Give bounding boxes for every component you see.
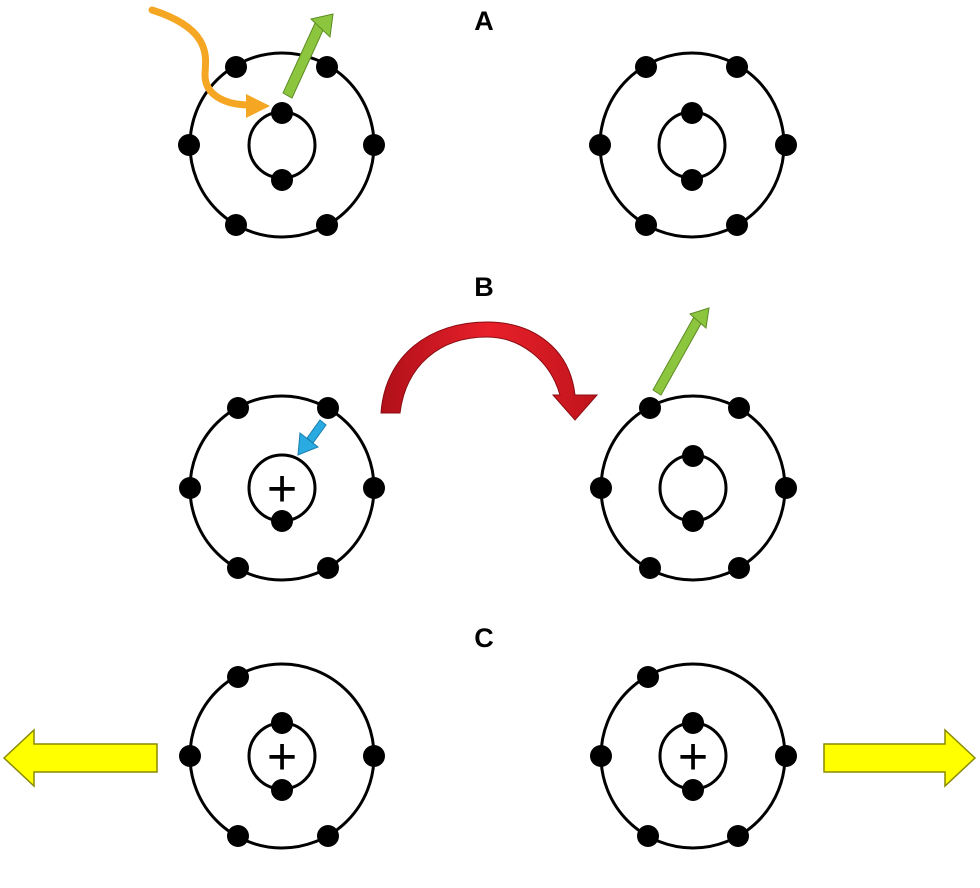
- outer-electron: [726, 214, 748, 236]
- ejected-electron-arrow-icon: [282, 13, 334, 99]
- outer-electron: [728, 557, 750, 579]
- outer-electron: [639, 397, 661, 419]
- outer-electron: [179, 745, 201, 767]
- charge-symbol: +: [678, 728, 708, 786]
- atom-b-left: +: [179, 394, 385, 582]
- atom-a-right: [589, 51, 797, 239]
- outer-electron: [227, 666, 249, 688]
- outer-electron: [635, 56, 657, 78]
- atom-c-left: +: [179, 662, 385, 850]
- repulsion-arrow-left-icon: [2, 728, 158, 788]
- inner-electron: [271, 169, 293, 191]
- outer-electron: [317, 557, 339, 579]
- inner-electron: [271, 712, 293, 734]
- atom-b-right: [590, 394, 797, 582]
- panel-label-c: C: [474, 623, 494, 653]
- outer-electron: [635, 214, 657, 236]
- outer-electron: [316, 56, 338, 78]
- outer-electron: [775, 745, 797, 767]
- outer-electron: [590, 477, 612, 499]
- charge-symbol: +: [267, 728, 297, 786]
- repulsion-arrow-right-icon: [823, 728, 977, 788]
- outer-electron: [590, 745, 612, 767]
- outer-shell: [599, 394, 787, 582]
- ejected-electron-arrow-icon: [652, 307, 710, 396]
- charge-symbol: +: [267, 460, 297, 518]
- outer-electron: [363, 477, 385, 499]
- outer-electron: [178, 134, 200, 156]
- outer-electron: [637, 825, 659, 847]
- outer-electron: [363, 134, 385, 156]
- outer-electron: [775, 477, 797, 499]
- outer-electron: [227, 557, 249, 579]
- outer-shell: [188, 51, 376, 239]
- inner-electron: [682, 510, 704, 532]
- outer-electron: [728, 397, 750, 419]
- outer-electron: [227, 825, 249, 847]
- inner-electron: [681, 102, 703, 124]
- outer-electron: [775, 134, 797, 156]
- panel-label-a: A: [474, 6, 494, 36]
- outer-electron: [639, 557, 661, 579]
- outer-electron: [225, 56, 247, 78]
- outer-electron: [363, 745, 385, 767]
- inner-electron: [681, 169, 703, 191]
- outer-electron: [179, 477, 201, 499]
- inner-electron: [271, 102, 293, 124]
- outer-shell: [598, 51, 786, 239]
- outer-electron: [726, 56, 748, 78]
- inner-electron: [271, 779, 293, 801]
- inner-electron: [682, 445, 704, 467]
- outer-electron: [316, 214, 338, 236]
- inner-electron: [271, 510, 293, 532]
- incoming-photon-arrow-icon: [148, 6, 270, 118]
- outer-electron: [317, 397, 339, 419]
- outer-electron: [225, 214, 247, 236]
- outer-electron: [727, 825, 749, 847]
- outer-electron: [317, 825, 339, 847]
- panel-label-b: B: [474, 272, 494, 302]
- inner-electron: [682, 712, 704, 734]
- outer-electron: [227, 397, 249, 419]
- atom-a-left: [178, 51, 385, 239]
- outer-electron: [637, 666, 659, 688]
- inner-electron: [682, 779, 704, 801]
- electron-relaxation-arrow-icon: [297, 419, 327, 456]
- atom-c-right: +: [590, 662, 797, 850]
- energy-transfer-arrow-icon: [380, 321, 599, 421]
- outer-electron: [589, 134, 611, 156]
